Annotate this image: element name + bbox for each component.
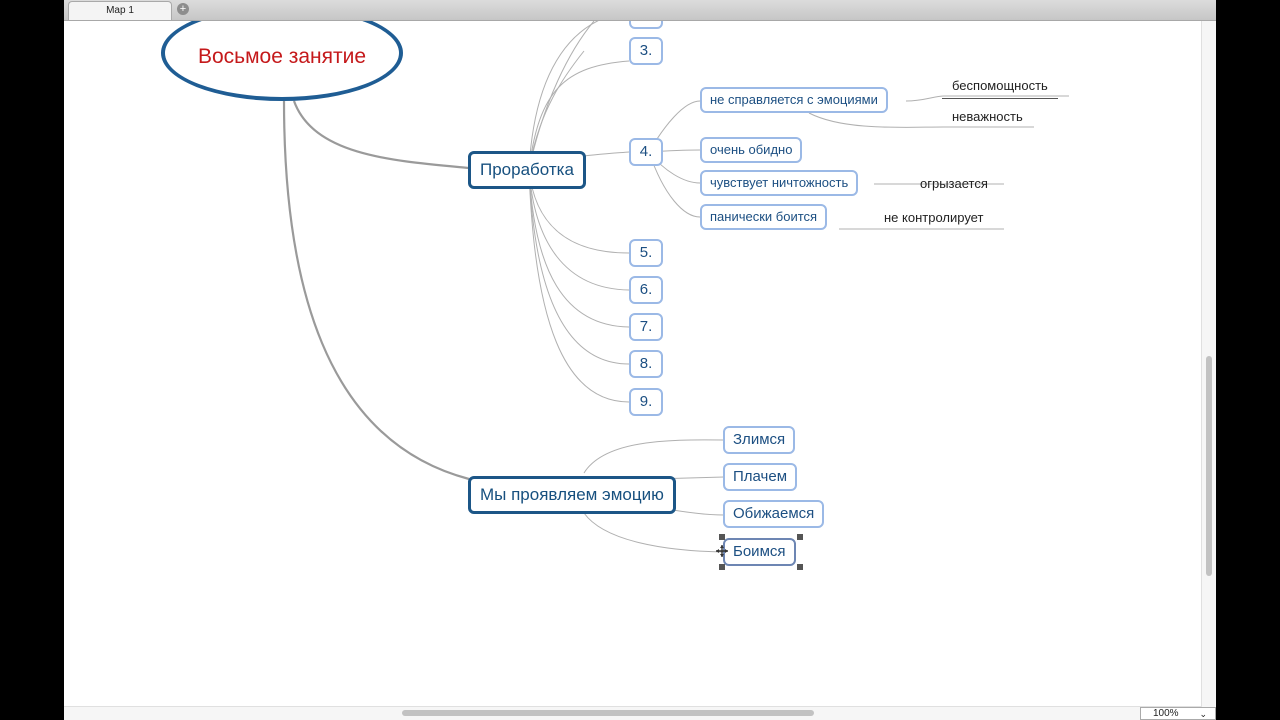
selection-handle-top-right[interactable] [797,534,803,540]
vertical-scrollbar[interactable] [1201,21,1216,707]
topic-prorabotka[interactable]: Проработка [468,151,586,189]
mindmap-window: Map 1 + [64,0,1216,720]
zoom-select[interactable]: 100% ⌄ [1140,707,1216,720]
horizontal-scroll-thumb[interactable] [402,710,814,716]
subtopic-panicheski-boitsya[interactable]: панически боится [700,204,828,230]
leaf-bespomoshchnost[interactable]: беспомощность [942,77,1058,99]
topic-emotion[interactable]: Мы проявляем эмоцию [468,476,676,514]
tab-bar: Map 1 + [64,0,1216,21]
subtopic-ne-spravlyaetsya[interactable]: не справляется с эмоциями [700,87,888,113]
topic-item-4[interactable]: 4. [629,138,663,166]
topic-zlimsya[interactable]: Злимся [723,426,796,454]
subtopic-ochen-obidno[interactable]: очень обидно [700,137,803,163]
topic-item-8[interactable]: 8. [629,350,663,378]
topic-item-5[interactable]: 5. [629,239,663,267]
topic-plachem[interactable]: Плачем [723,463,798,491]
topic-item-hidden[interactable] [629,21,663,29]
topic-item-7[interactable]: 7. [629,313,663,341]
zoom-value: 100% [1153,708,1179,719]
central-topic[interactable]: Восьмое занятие [161,21,403,101]
topic-obizhaemsya[interactable]: Обижаемся [723,500,825,528]
topic-boimsya-selected[interactable]: Боимся [723,538,796,566]
selection-handle-top-left[interactable] [719,534,725,540]
selection-handle-bottom-left[interactable] [719,564,725,570]
leaf-nevazhnost[interactable]: неважность [952,109,1023,124]
horizontal-scrollbar[interactable] [64,706,1202,720]
vertical-scroll-thumb[interactable] [1206,356,1212,576]
selection-handle-bottom-right[interactable] [797,564,803,570]
topic-item-3[interactable]: 3. [629,37,663,65]
topic-item-9[interactable]: 9. [629,388,663,416]
chevron-down-icon: ⌄ [1199,709,1207,719]
leaf-ne-kontroliruet[interactable]: не контролирует [884,210,984,225]
add-tab-icon[interactable]: + [177,3,189,15]
tab-map-1[interactable]: Map 1 [68,1,172,20]
move-cursor-icon [716,545,728,557]
topic-item-6[interactable]: 6. [629,276,663,304]
subtopic-chuvstvuet-nichtozhnost[interactable]: чувствует ничтожность [700,170,859,196]
map-canvas[interactable]: Восьмое занятие Проработка 3. 4. 5. 6. 7… [64,21,1202,707]
leaf-ogryzaetsya[interactable]: огрызается [920,176,988,191]
